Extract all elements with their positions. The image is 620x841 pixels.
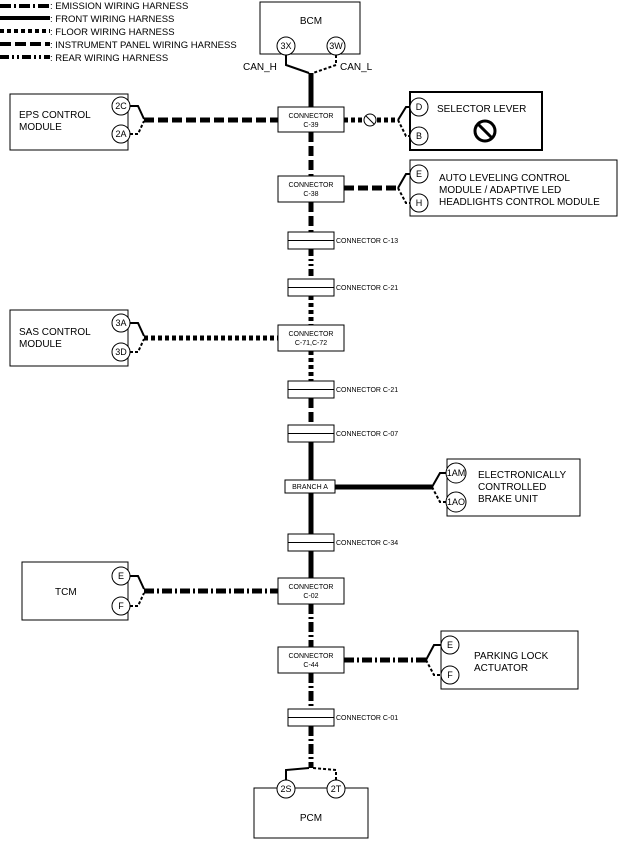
bcm-pin-h: 3X: [280, 41, 291, 51]
c02-label-1: CONNECTOR: [289, 584, 334, 591]
c02-label-2: C-02: [303, 593, 318, 600]
tcm-module: TCM E F: [21, 561, 278, 621]
inline-connector-c01: CONNECTOR C-01: [287, 708, 398, 727]
connector-c39: CONNECTOR C-39: [277, 106, 345, 133]
c39-label-2: C-39: [303, 122, 318, 129]
park-pin-h: E: [447, 640, 453, 650]
c44-label-1: CONNECTOR: [289, 653, 334, 660]
brake-label-3: BRAKE UNIT: [478, 494, 538, 505]
eps-module: EPS CONTROL MODULE 2C 2A: [9, 93, 278, 151]
legend-floor: : FLOOR WIRING HARNESS: [50, 27, 175, 38]
brake-pin-l: 1AO: [447, 497, 465, 507]
c34-label: CONNECTOR C-34: [336, 540, 398, 547]
eps-label-1: EPS CONTROL: [19, 110, 91, 121]
can-h-label: CAN_H: [243, 62, 277, 73]
c13-label: CONNECTOR C-13: [336, 238, 398, 245]
tcm-label: TCM: [55, 587, 77, 598]
pcm-label: PCM: [300, 813, 322, 824]
al-label-2: MODULE / ADAPTIVE LED: [439, 185, 561, 196]
tcm-pin-h: E: [118, 571, 124, 581]
inline-connector-c21a: CONNECTOR C-21: [287, 278, 398, 297]
branch-a-label: BRANCH A: [292, 484, 328, 491]
legend-rear: : REAR WIRING HARNESS: [50, 53, 168, 64]
park-pin-l: F: [447, 670, 453, 680]
parking-lock-module: E F PARKING LOCK ACTUATOR: [344, 630, 579, 690]
sel-pin-h: D: [416, 102, 423, 112]
auto-leveling-module: E H AUTO LEVELING CONTROL MODULE / ADAPT…: [344, 159, 618, 217]
inline-connector-c34: CONNECTOR C-34: [287, 533, 398, 552]
connector-c38: CONNECTOR C-38: [277, 175, 345, 203]
brake-label-1: ELECTRONICALLY: [478, 470, 567, 481]
sas-label-2: MODULE: [19, 339, 62, 350]
eps-pin-l: 2A: [115, 129, 126, 139]
bcm-module: BCM 3X 3W CAN_H CAN_L: [243, 1, 373, 74]
c71-label-1: CONNECTOR: [289, 331, 334, 338]
pcm-pin-h: 2S: [280, 784, 291, 794]
sas-label-1: SAS CONTROL: [19, 327, 91, 338]
can-l-label: CAN_L: [340, 62, 373, 73]
bcm-pin-l: 3W: [329, 41, 343, 51]
connector-c44: CONNECTOR C-44: [277, 646, 345, 674]
inline-connector-c07: CONNECTOR C-07: [287, 424, 398, 443]
selector-lever-module: D B SELECTOR LEVER: [344, 91, 543, 151]
tcm-pin-l: F: [118, 601, 124, 611]
legend-front: : FRONT WIRING HARNESS: [50, 14, 174, 25]
c07-label: CONNECTOR C-07: [336, 431, 398, 438]
c44-label-2: C-44: [303, 662, 318, 669]
c21b-label: CONNECTOR C-21: [336, 387, 398, 394]
selector-label: SELECTOR LEVER: [437, 104, 526, 115]
sas-pin-h: 3A: [115, 318, 126, 328]
harness-legend: : EMISSION WIRING HARNESS : FRONT WIRING…: [0, 1, 237, 64]
c21a-label: CONNECTOR C-21: [336, 285, 398, 292]
prohibited-icon: [473, 119, 497, 143]
c01-label: CONNECTOR C-01: [336, 715, 398, 722]
sas-module: SAS CONTROL MODULE 3A 3D: [9, 309, 278, 367]
park-label-1: PARKING LOCK: [474, 651, 549, 662]
c38-label-1: CONNECTOR: [289, 182, 334, 189]
c39-label-1: CONNECTOR: [289, 113, 334, 120]
brake-unit-module: 1AM 1AO ELECTRONICALLY CONTROLLED BRAKE …: [335, 458, 581, 517]
bcm-label: BCM: [300, 16, 322, 27]
brake-label-2: CONTROLLED: [478, 482, 546, 493]
sel-pin-l: B: [416, 131, 422, 141]
eps-pin-h: 2C: [115, 101, 127, 111]
pcm-module: 2S 2T PCM: [253, 767, 369, 839]
inline-connector-c21b: CONNECTOR C-21: [287, 380, 398, 399]
connector-c71-c72: CONNECTOR C-71,C-72: [277, 324, 345, 352]
eps-label-2: MODULE: [19, 122, 62, 133]
connector-c02: CONNECTOR C-02: [277, 577, 345, 605]
branch-a: BRANCH A: [284, 479, 336, 494]
pcm-pin-l: 2T: [331, 784, 342, 794]
sas-pin-l: 3D: [115, 347, 127, 357]
inline-connector-c13: CONNECTOR C-13: [287, 231, 398, 250]
al-pin-h: E: [416, 169, 422, 179]
brake-pin-h: 1AM: [447, 468, 466, 478]
legend-emission: : EMISSION WIRING HARNESS: [50, 1, 188, 12]
al-label-1: AUTO LEVELING CONTROL: [439, 173, 570, 184]
al-pin-l: H: [416, 198, 423, 208]
c38-label-2: C-38: [303, 191, 318, 198]
legend-instrument: : INSTRUMENT PANEL WIRING HARNESS: [50, 40, 237, 51]
c71-label-2: C-71,C-72: [295, 340, 327, 347]
park-label-2: ACTUATOR: [474, 663, 528, 674]
al-label-3: HEADLIGHTS CONTROL MODULE: [439, 197, 600, 208]
